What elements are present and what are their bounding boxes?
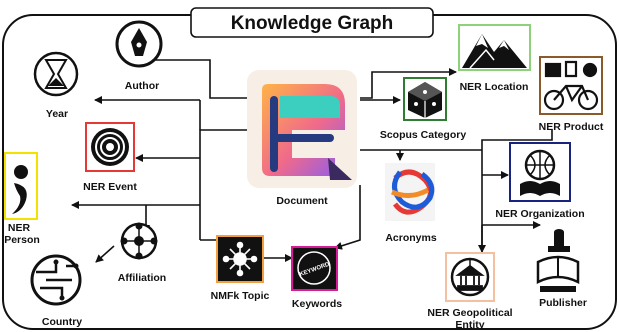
- globe-circuit-icon: [30, 254, 82, 306]
- edge-document-product: [481, 130, 553, 150]
- ner-geopolitical-label-line1: NER Geopolitical: [427, 307, 512, 319]
- mountain-icon: [462, 34, 527, 69]
- document-label: Document: [276, 195, 328, 207]
- keywords-icon: [297, 251, 331, 285]
- author-label: Author: [125, 80, 159, 92]
- node-acronyms[interactable]: Acronyms: [385, 163, 437, 244]
- title-box: [190, 7, 434, 38]
- node-ner-geopolitical[interactable]: NER Geopolitical Entity: [427, 252, 513, 331]
- person-icon: [12, 165, 28, 214]
- ner-person-label-line1: NER: [8, 222, 31, 234]
- spiral-icon: [91, 128, 129, 166]
- node-affiliation[interactable]: Affiliation: [118, 222, 166, 285]
- cube-stack-icon: [408, 82, 442, 118]
- node-ner-event[interactable]: NER Event: [83, 122, 137, 193]
- node-ner-location[interactable]: NER Location: [458, 24, 531, 93]
- bicycle-products-icon: [543, 60, 599, 111]
- capitol-globe-icon: [450, 257, 490, 297]
- node-ner-person[interactable]: NER Person: [4, 152, 40, 246]
- topic-network-icon: [222, 241, 258, 277]
- ner-product-label: NER Product: [539, 121, 604, 133]
- edge-affiliation-country: [95, 245, 115, 263]
- node-keywords[interactable]: KEYWORD Keywords: [291, 246, 342, 310]
- publisher-label: Publisher: [539, 297, 587, 309]
- edge-author-document: [139, 59, 256, 102]
- node-publisher[interactable]: Publisher: [536, 229, 587, 309]
- year-label: Year: [46, 108, 68, 120]
- document-icon: [262, 84, 352, 180]
- nmfk-topic-label: NMFk Topic: [211, 290, 270, 302]
- book-stamp-icon: [536, 229, 580, 292]
- knot-icon: [390, 169, 435, 215]
- globe-books-icon: [520, 149, 560, 196]
- diagram-title: Knowledge Graph: [231, 13, 394, 34]
- node-ner-product[interactable]: NER Product: [539, 56, 604, 133]
- node-author[interactable]: Author: [115, 20, 163, 92]
- ner-location-label: NER Location: [460, 81, 529, 93]
- ner-geopolitical-label-line2: Entity: [455, 319, 484, 331]
- keywords-label: Keywords: [292, 298, 342, 310]
- edge-document-keywords: [334, 185, 361, 250]
- scopus-category-label: Scopus Category: [380, 129, 467, 141]
- ner-person-label-line2: Person: [4, 234, 40, 246]
- country-label: Country: [42, 316, 82, 328]
- node-document[interactable]: Document: [247, 70, 357, 207]
- ner-event-label: NER Event: [83, 181, 137, 193]
- acronyms-label: Acronyms: [385, 232, 437, 244]
- node-scopus-category[interactable]: Scopus Category: [380, 77, 467, 141]
- node-nmfk-topic[interactable]: NMFk Topic: [211, 235, 270, 302]
- edge-document-location: [360, 68, 457, 99]
- edge-trunk-left: [199, 129, 252, 240]
- node-country[interactable]: Country: [30, 254, 82, 328]
- node-ner-organization[interactable]: NER Organization: [495, 142, 585, 220]
- affiliation-label: Affiliation: [118, 272, 166, 284]
- ner-organization-label: NER Organization: [495, 208, 584, 220]
- node-year[interactable]: Year: [33, 51, 79, 120]
- hourglass-icon: [33, 51, 79, 97]
- network-icon: [120, 222, 158, 260]
